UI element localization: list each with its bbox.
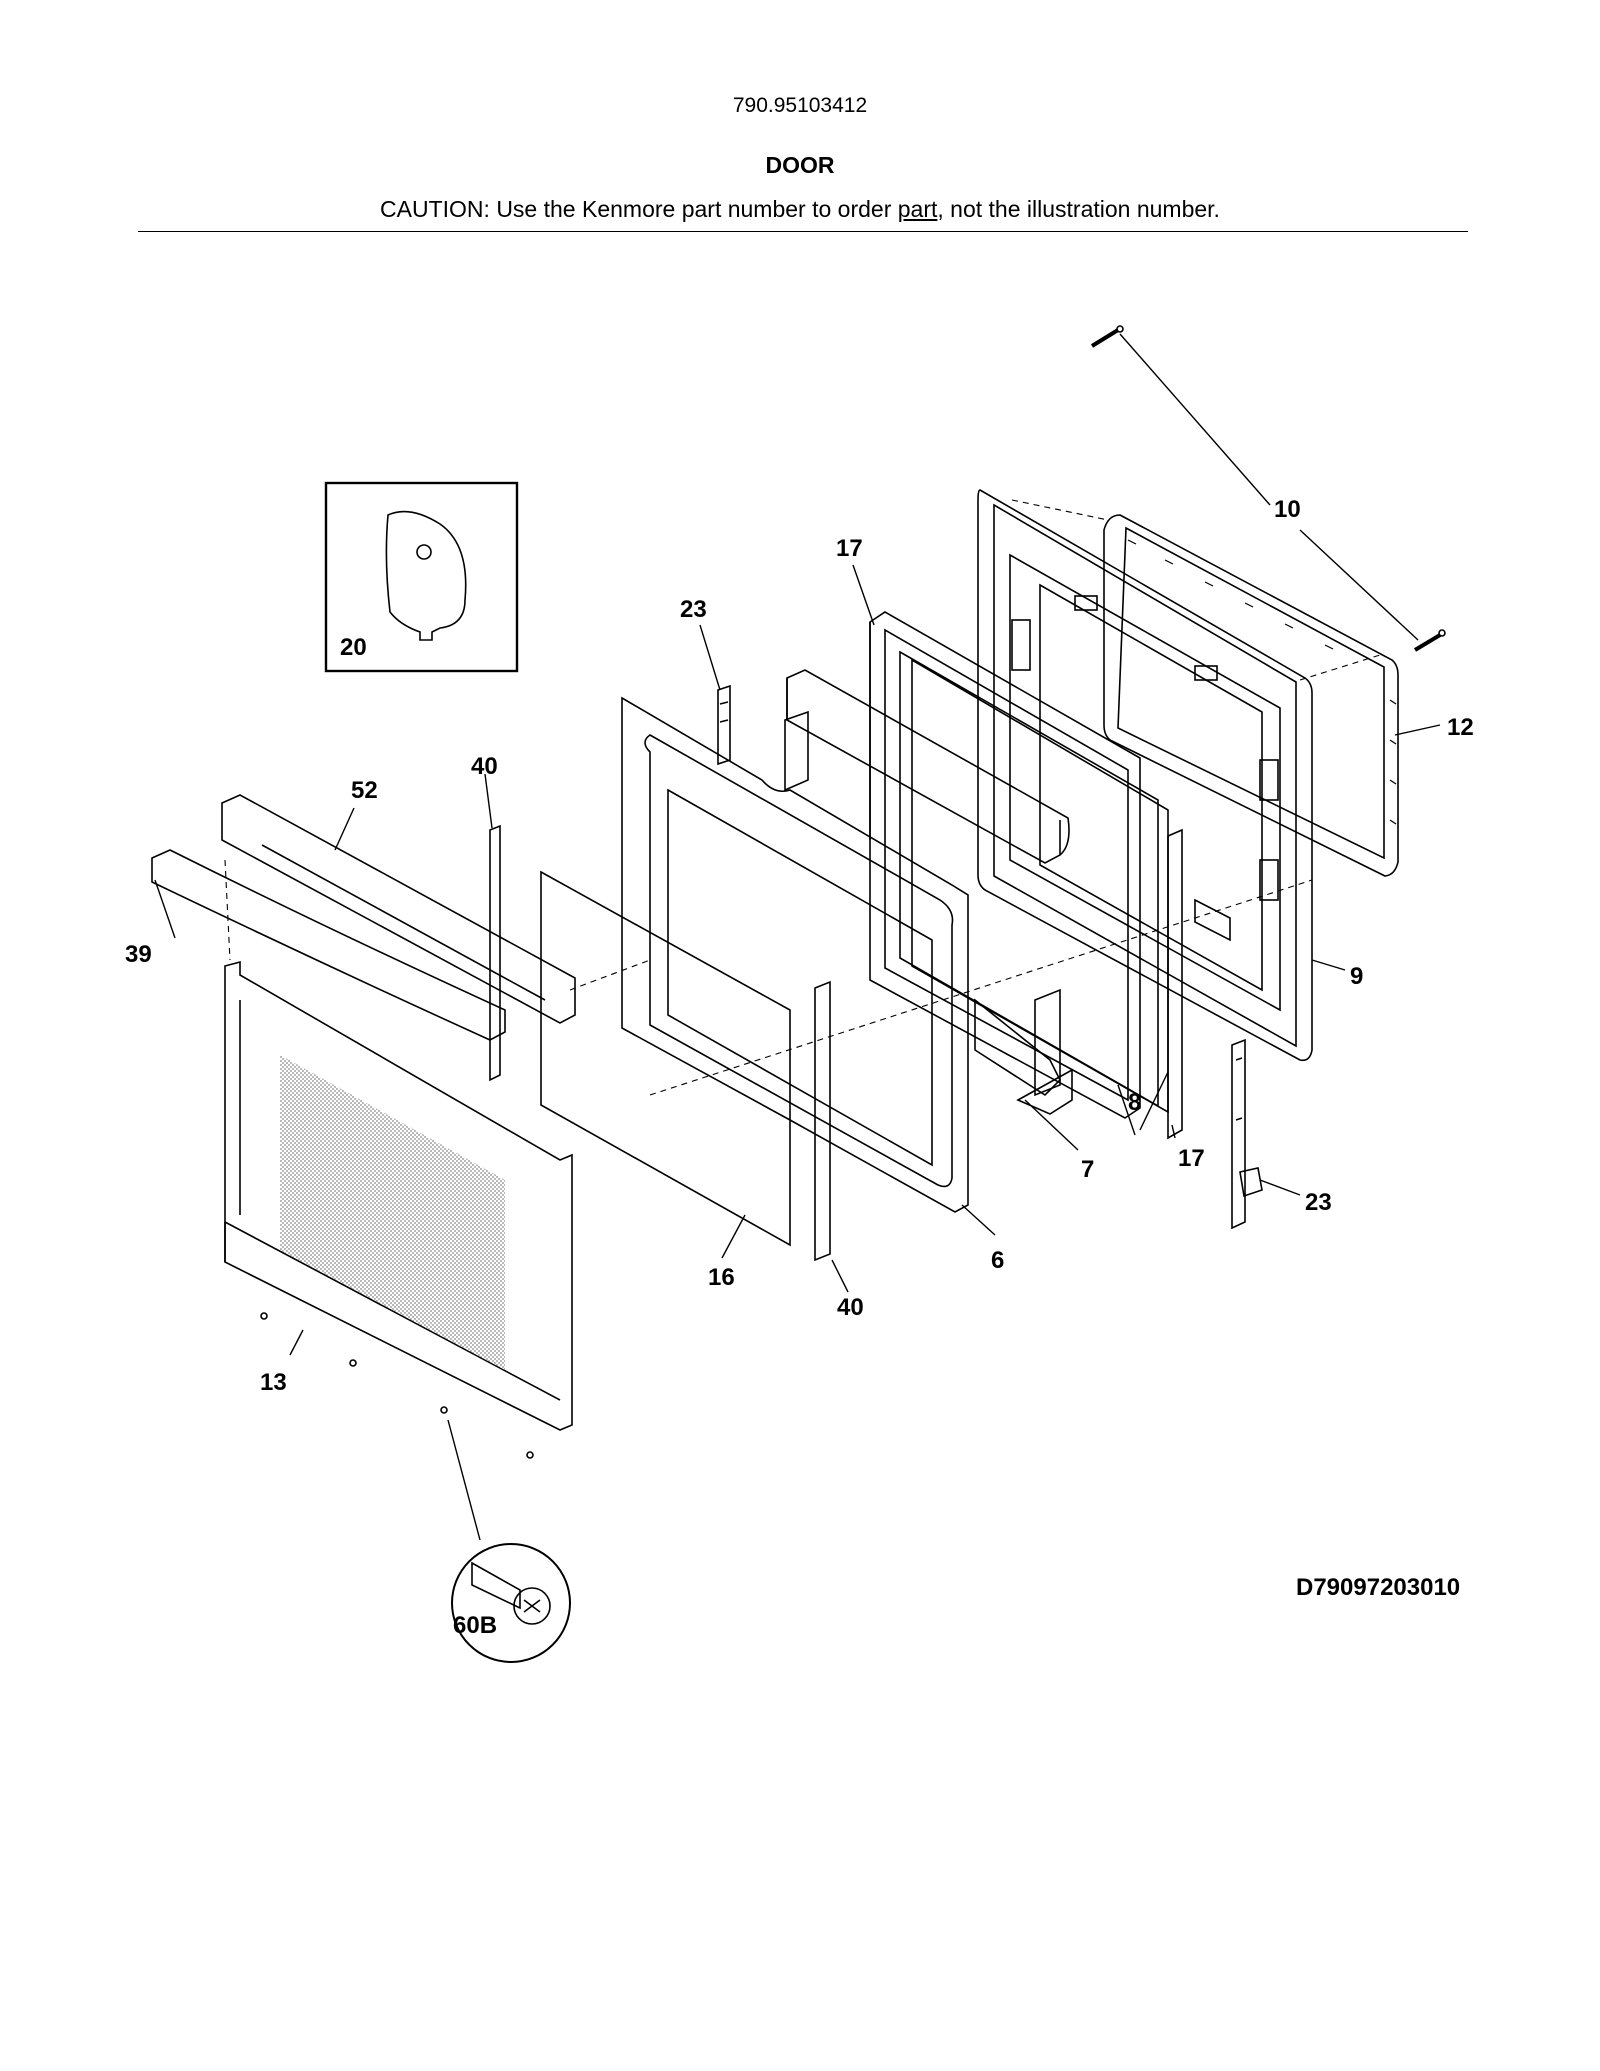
- callout-17-top: 17: [836, 535, 863, 562]
- callout-6: 6: [991, 1247, 1004, 1274]
- caution-note: CAUTION: Use the Kenmore part number to …: [0, 196, 1600, 223]
- callout-39: 39: [125, 941, 152, 968]
- part-12-rear-frame: [1103, 514, 1399, 877]
- part-52-top-trim: [221, 794, 576, 1024]
- callout-17-bottom: 17: [1178, 1145, 1205, 1172]
- inset-part-20: 20: [324, 481, 519, 673]
- part-23-hinge-left: [717, 684, 731, 766]
- part-40-bracket-bottom: [814, 980, 831, 1262]
- callout-23-top: 23: [680, 596, 707, 623]
- callout-9: 9: [1350, 963, 1363, 990]
- diagram-code: D79097203010: [1296, 1574, 1461, 1601]
- callout-13: 13: [260, 1369, 287, 1396]
- caution-text-start: CAUTION: Use the Kenmore part number to …: [380, 196, 898, 222]
- callout-60b: 60B: [453, 1612, 497, 1639]
- part-40-bracket-top: [489, 824, 501, 1082]
- leader-lines: [154, 333, 1441, 1541]
- part-9-door-liner: [977, 489, 1313, 1062]
- caution-text-end: , not the illustration number.: [937, 196, 1220, 222]
- callout-16: 16: [708, 1264, 735, 1291]
- part-16-outer-glass: [540, 870, 791, 1247]
- part-17-glass-frame: [869, 611, 1141, 1119]
- section-title: DOOR: [765, 152, 835, 178]
- alignment-lines: [224, 499, 1381, 1096]
- model-number: 790.95103412: [732, 94, 868, 117]
- header-divider: [138, 231, 1468, 232]
- callout-20: 20: [340, 634, 367, 661]
- callout-7: 7: [1081, 1156, 1094, 1183]
- callout-8: 8: [1128, 1089, 1141, 1116]
- part-13-outer-door: [224, 960, 573, 1431]
- callout-40-bottom: 40: [837, 1294, 864, 1321]
- part-23-hinge-right: [1231, 1038, 1263, 1230]
- part-7-insulation: [784, 669, 1073, 1115]
- part-17-side-strip: [1167, 828, 1183, 1140]
- part-10-screws: [1090, 325, 1446, 652]
- callout-12: 12: [1447, 714, 1474, 741]
- part-13-bottom-screws: [260, 1312, 534, 1459]
- part-39-handle: [151, 849, 506, 1041]
- callout-52: 52: [351, 777, 378, 804]
- callout-40-top: 40: [471, 753, 498, 780]
- part-6-inner-panel: [621, 696, 969, 1213]
- part-60b-screw-detail: [451, 1543, 571, 1663]
- callout-10: 10: [1274, 496, 1301, 523]
- caution-link-part[interactable]: part: [897, 196, 938, 222]
- callout-23-bottom: 23: [1305, 1189, 1332, 1216]
